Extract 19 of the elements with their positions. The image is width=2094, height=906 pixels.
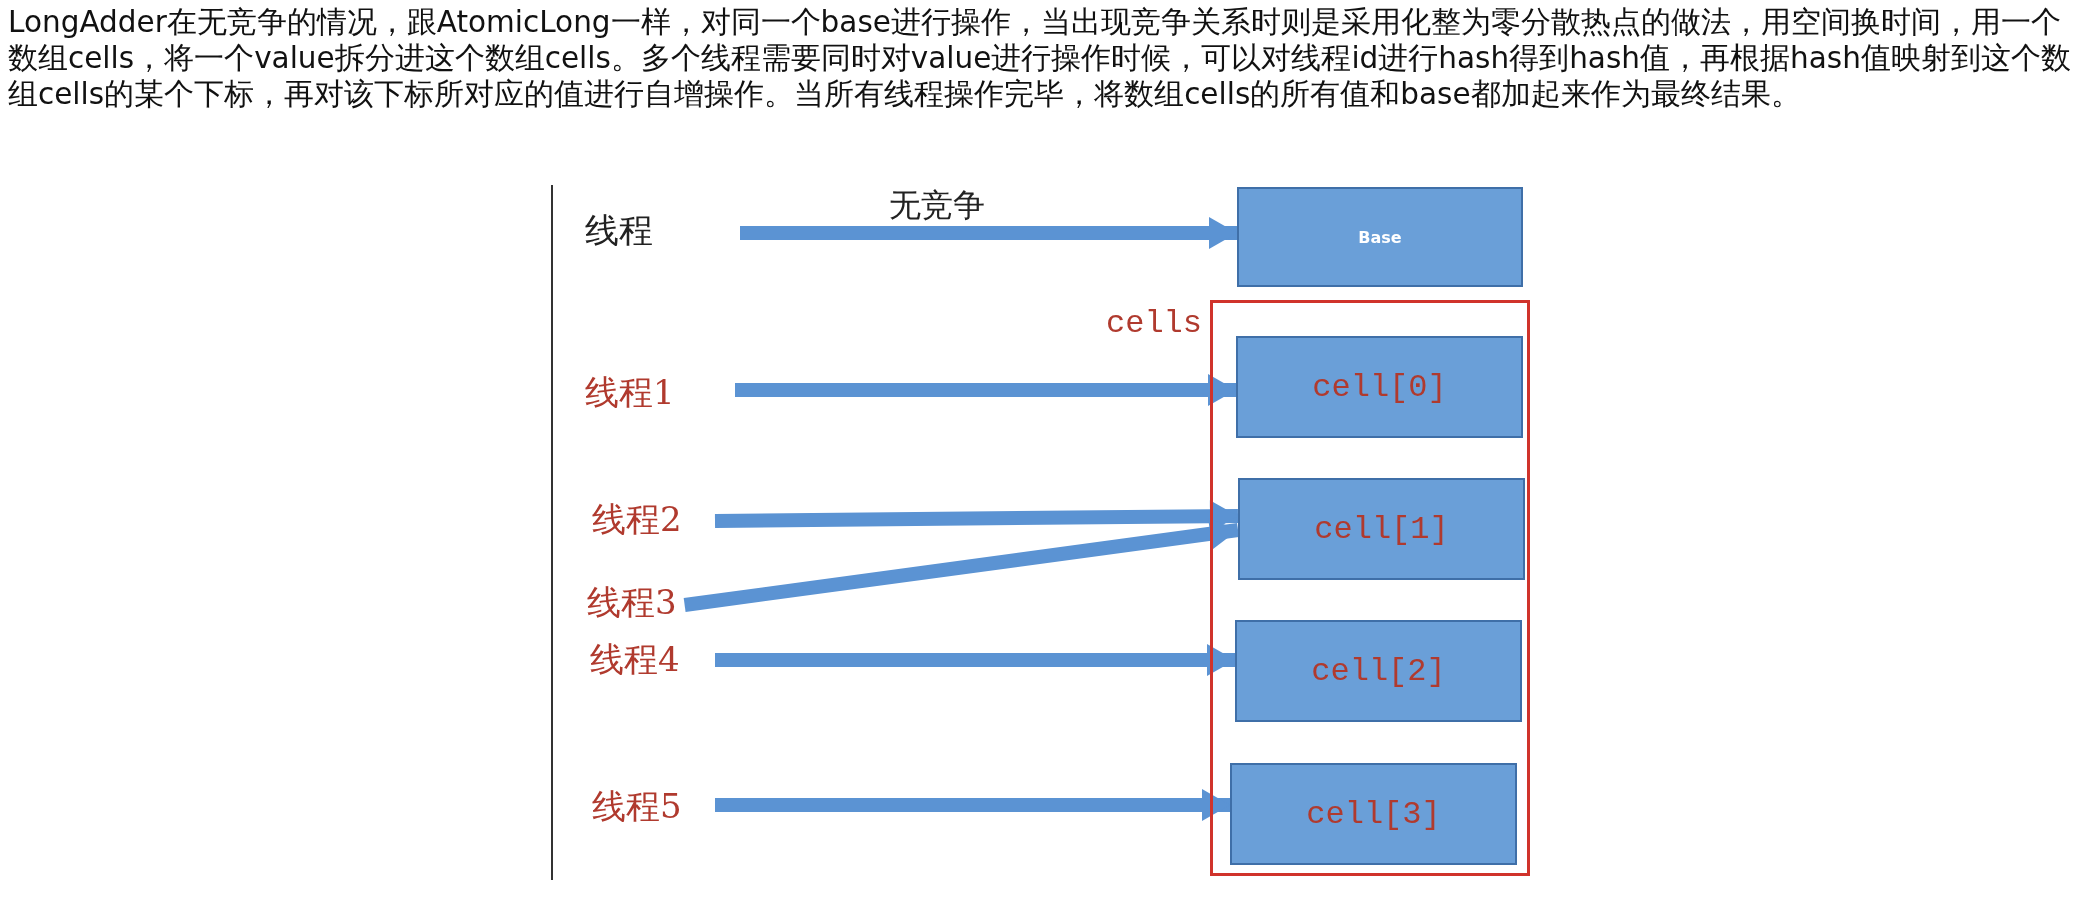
array-frame xyxy=(1210,300,1530,876)
thread-label: 线程1 xyxy=(585,370,675,414)
arrow xyxy=(715,789,1230,821)
thread-label: 线程5 xyxy=(592,784,682,828)
arrow xyxy=(735,374,1236,406)
thread-label: 线程2 xyxy=(592,497,682,541)
cell-box: cell[0] xyxy=(1236,336,1523,438)
paragraph: LongAdder在无竞争的情况，跟AtomicLong一样，对同一个base进行操作，当出现竞争关系时则是采用化整为零分散热点的做法，用空间换时间，用一个数组cells，将一个value拆分进这个数组cells。多个线程需要同时对value进行操作时候，可以对线程id进行hash得到hash值，再根据hash值映射到这个数组cells的某个下标，再对该下标所对应的值进行自增操作。当所有线程操作完毕，将数组cells的所有值和base都加起来作为最终结果。 xyxy=(8,4,2072,112)
arrow xyxy=(740,217,1237,249)
thread-label: 线程3 xyxy=(587,580,677,624)
edge-label: 无竞争 xyxy=(888,187,985,223)
thread-label: 线程4 xyxy=(590,637,680,681)
array-heading: cells xyxy=(1106,306,1202,342)
cell-box: cell[2] xyxy=(1235,620,1522,722)
cell-box: cell[3] xyxy=(1230,763,1517,865)
arrow xyxy=(715,644,1235,676)
thread-label: 线程 xyxy=(585,208,653,252)
cell-box: cell[1] xyxy=(1238,478,1525,580)
base-box: Base xyxy=(1237,187,1523,287)
